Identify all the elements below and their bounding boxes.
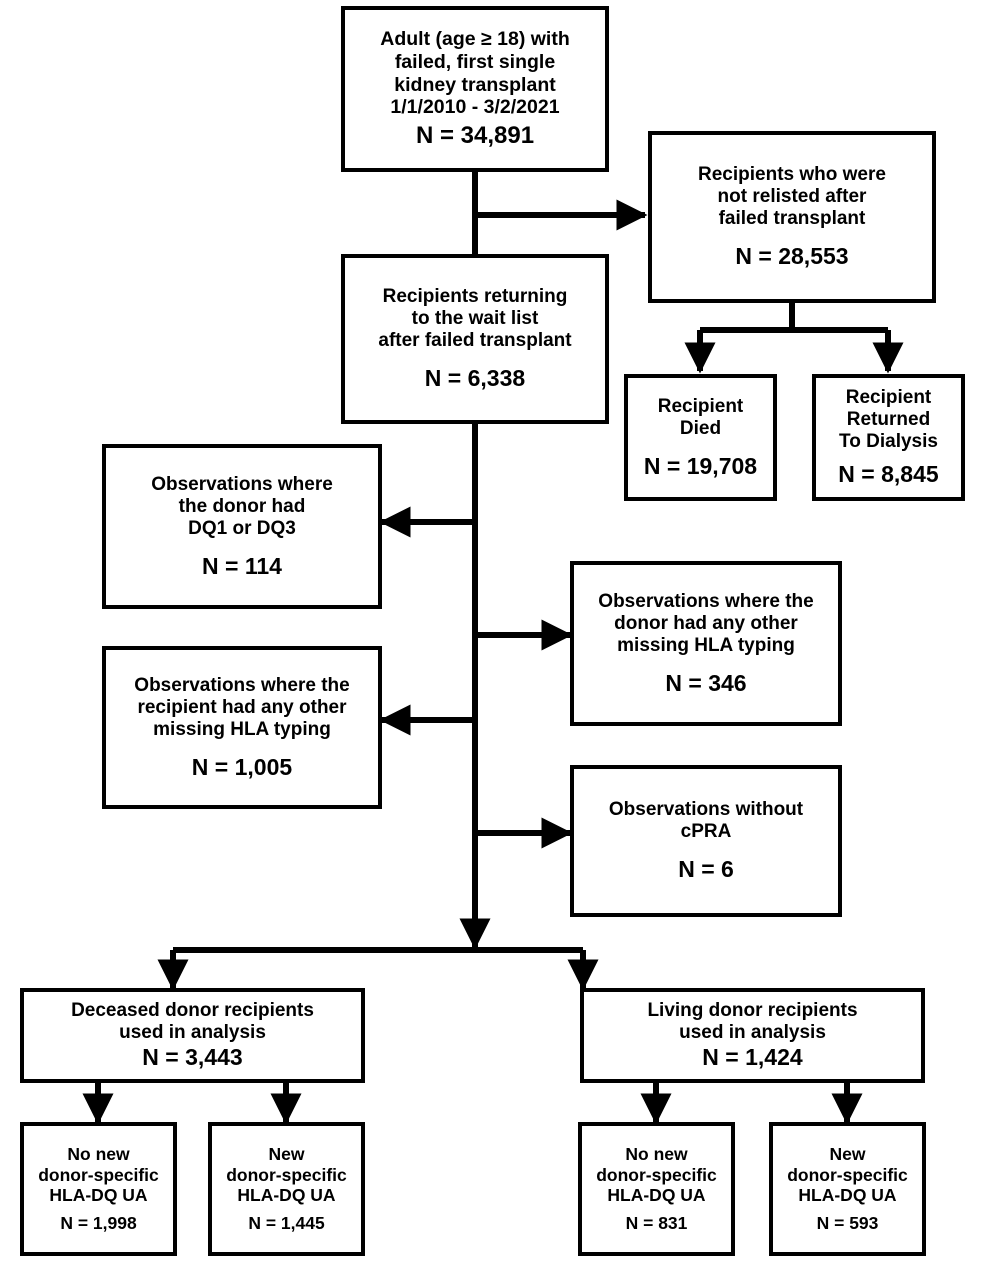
node-deceased-donor-title: Deceased donor recipients used in analys…: [71, 1000, 314, 1044]
node-dd-new-dsa[interactable]: New donor-specific HLA-DQ UA N = 1,445: [208, 1122, 365, 1256]
node-cohort-total-count: N = 34,891: [415, 121, 535, 149]
node-without-cpra-title: Observations without cPRA: [608, 799, 804, 843]
node-recipient-died-title: Recipient Died: [657, 395, 744, 439]
node-ld-new-dsa[interactable]: New donor-specific HLA-DQ UA N = 593: [769, 1122, 926, 1256]
node-returning-waitlist-title: Recipients returning to the wait list af…: [378, 286, 572, 352]
node-returning-waitlist[interactable]: Recipients returning to the wait list af…: [341, 254, 609, 424]
node-not-relisted-title: Recipients who were not relisted after f…: [698, 164, 886, 230]
node-donor-dq1-dq3-count: N = 114: [202, 552, 282, 579]
node-dd-new-dsa-title: New donor-specific HLA-DQ UA: [226, 1144, 347, 1205]
node-recipient-missing-hla[interactable]: Observations where the recipient had any…: [102, 646, 382, 809]
node-dd-no-new-dsa-title: No new donor-specific HLA-DQ UA: [38, 1144, 159, 1205]
node-living-donor-count: N = 1,424: [702, 1044, 803, 1071]
node-donor-dq1-dq3-title: Observations where the donor had DQ1 or …: [151, 473, 333, 539]
node-donor-dq1-dq3[interactable]: Observations where the donor had DQ1 or …: [102, 444, 382, 609]
node-donor-missing-hla[interactable]: Observations where the donor had any oth…: [570, 561, 842, 726]
node-without-cpra-count: N = 6: [678, 856, 734, 883]
node-donor-missing-hla-title: Observations where the donor had any oth…: [598, 590, 814, 656]
node-returned-dialysis-title: Recipient Returned To Dialysis: [839, 387, 938, 453]
node-not-relisted-count: N = 28,553: [735, 243, 849, 270]
node-dd-new-dsa-count: N = 1,445: [248, 1213, 325, 1234]
node-cohort-total-title: Adult (age ≥ 18) with failed, first sing…: [380, 28, 570, 119]
node-donor-missing-hla-count: N = 346: [665, 669, 747, 696]
node-not-relisted[interactable]: Recipients who were not relisted after f…: [648, 131, 936, 303]
node-recipient-died-count: N = 19,708: [643, 452, 758, 479]
node-recipient-missing-hla-title: Observations where the recipient had any…: [134, 674, 350, 740]
node-ld-no-new-dsa[interactable]: No new donor-specific HLA-DQ UA N = 831: [578, 1122, 735, 1256]
node-ld-no-new-dsa-title: No new donor-specific HLA-DQ UA: [596, 1144, 717, 1205]
node-living-donor-title: Living donor recipients used in analysis: [647, 1000, 858, 1044]
node-ld-new-dsa-count: N = 593: [816, 1213, 879, 1234]
node-returned-dialysis-count: N = 8,845: [838, 461, 939, 488]
node-living-donor[interactable]: Living donor recipients used in analysis…: [580, 988, 925, 1083]
node-recipient-died[interactable]: Recipient Died N = 19,708: [624, 374, 777, 501]
node-deceased-donor-count: N = 3,443: [142, 1044, 243, 1071]
node-cohort-total[interactable]: Adult (age ≥ 18) with failed, first sing…: [341, 6, 609, 172]
node-ld-no-new-dsa-count: N = 831: [625, 1213, 688, 1234]
node-recipient-missing-hla-count: N = 1,005: [191, 753, 293, 780]
node-without-cpra[interactable]: Observations without cPRA N = 6: [570, 765, 842, 917]
node-returned-dialysis[interactable]: Recipient Returned To Dialysis N = 8,845: [812, 374, 965, 501]
node-dd-no-new-dsa-count: N = 1,998: [60, 1213, 137, 1234]
node-ld-new-dsa-title: New donor-specific HLA-DQ UA: [787, 1144, 908, 1205]
node-returning-waitlist-count: N = 6,338: [424, 365, 526, 392]
node-dd-no-new-dsa[interactable]: No new donor-specific HLA-DQ UA N = 1,99…: [20, 1122, 177, 1256]
node-deceased-donor[interactable]: Deceased donor recipients used in analys…: [20, 988, 365, 1083]
